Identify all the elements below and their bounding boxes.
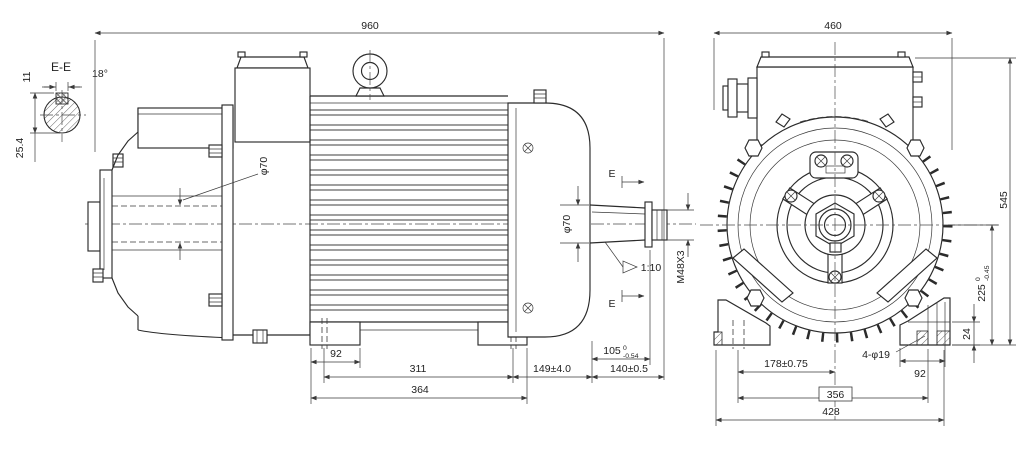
svg-text:356: 356 (827, 389, 845, 401)
svg-text:428: 428 (822, 406, 840, 418)
key-depth-dim: 25.4 (14, 138, 26, 159)
foot-holes-callout: 4-φ19 (862, 335, 926, 361)
angle-label: 18° (92, 68, 108, 80)
dim-drive-shaft-diameter: φ70 (560, 186, 589, 262)
dim-overall-length: 960 (94, 20, 665, 380)
junction-flange (221, 104, 234, 341)
louvre-slots (799, 116, 871, 123)
dim-225-lower-tol: -0.45 (984, 265, 991, 281)
section-label: E-E (51, 60, 71, 74)
front-foot (309, 318, 361, 349)
section-mark-lower: E (608, 298, 615, 310)
svg-text:545: 545 (998, 191, 1010, 209)
svg-text:960: 960 (361, 20, 379, 32)
shroud-clip-right (879, 113, 895, 128)
dim-hole-spacing: 92 (899, 302, 946, 380)
cable-gland (722, 77, 758, 119)
taper-ratio: 1:10 (641, 262, 662, 274)
dim-149: 149±4.0 (533, 363, 571, 375)
svg-text:φ70: φ70 (561, 215, 573, 234)
dim-base-width: 428 (715, 350, 945, 426)
dim-92: 92 (330, 348, 342, 360)
dim-overall-height: 545 (915, 57, 1016, 346)
lifting-eye (352, 50, 388, 100)
svg-text:M48X3: M48X3 (675, 250, 687, 283)
svg-text:24: 24 (961, 328, 973, 340)
end-view: 460 545 225 0 -0.45 24 (700, 20, 1016, 426)
section-mark-upper: E (608, 168, 615, 180)
shaft-nut (651, 209, 668, 241)
dim-105-upper-tol: 0 (623, 345, 627, 352)
dim-rear-shaft-diameter: φ70 (177, 157, 270, 260)
svg-text:178±0.75: 178±0.75 (764, 358, 808, 370)
dim-311: 311 (410, 363, 427, 375)
side-bottom-dims: 92 311 364 149±4.0 105 0 -0.54 140±0.5 (310, 250, 665, 404)
dim-foot-to-center: 178±0.75 (737, 350, 836, 377)
taper-callout: 1:10 (604, 241, 662, 274)
dim-105-lower-tol: -0.54 (623, 353, 639, 360)
dim-225: 225 (976, 284, 988, 302)
svg-text:92: 92 (914, 368, 926, 380)
keyway-mark (829, 242, 842, 253)
dim-box-width: 460 (713, 20, 953, 150)
dim-thread: M48X3 (667, 193, 694, 284)
shaft (589, 201, 668, 248)
terminal-box-side (234, 51, 311, 143)
dim-shaft-height: 225 0 -0.45 (948, 224, 998, 346)
svg-text:4-φ19: 4-φ19 (862, 349, 890, 361)
bearing-cap-assembly (782, 151, 888, 284)
dim-105: 105 (603, 345, 621, 357)
shaft-washer (644, 201, 653, 248)
svg-text:φ70: φ70 (258, 157, 270, 176)
shroud-clip-left (775, 113, 791, 128)
svg-text:460: 460 (824, 20, 842, 32)
foot-gussets (732, 248, 938, 303)
dim-364: 364 (411, 384, 429, 396)
rear-flange (87, 153, 124, 283)
dim-bolt-span: 356 (737, 349, 929, 403)
end-shield (507, 89, 591, 338)
flange-bolts (744, 139, 925, 307)
bell-housing (111, 104, 234, 341)
drain-plug (252, 329, 268, 344)
cooling-fins (309, 109, 509, 311)
key-width-dim: 11 (21, 71, 33, 82)
end-view-feet (713, 297, 951, 349)
dim-225-upper-tol: 0 (975, 277, 982, 281)
section-detail-e-e: E-E 18° 11 25.4 (14, 60, 108, 162)
section-plane-marks: E E (608, 168, 645, 310)
dim-140: 140±0.5 (610, 363, 648, 375)
dim-foot-thickness: 24 (952, 304, 980, 363)
side-view: E E 1:10 960 φ70 φ70 (85, 20, 696, 404)
